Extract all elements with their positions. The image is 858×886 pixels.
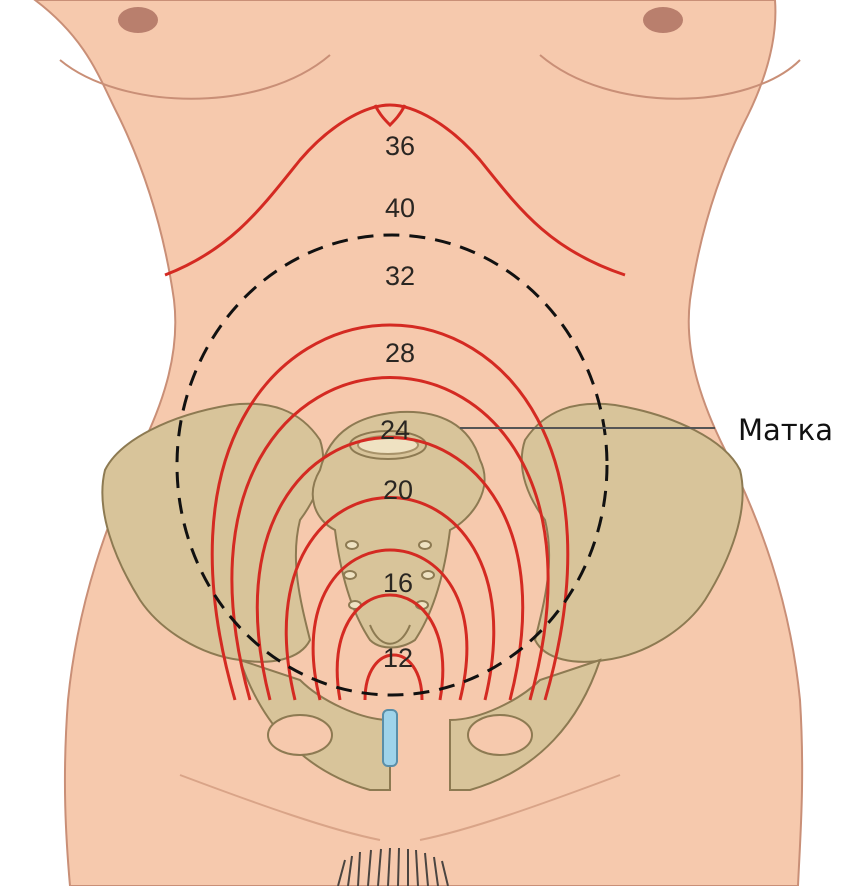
week-label-12: 12: [383, 643, 413, 673]
week-label-16: 16: [383, 568, 413, 598]
week-label-20: 20: [383, 475, 413, 505]
week-label-36: 36: [385, 131, 415, 161]
pubic-symphysis: [383, 710, 397, 766]
uterus-callout-label: Матка: [738, 413, 833, 447]
week-label-24: 24: [380, 415, 410, 445]
left-nipple: [118, 7, 158, 33]
week-label-28: 28: [385, 338, 415, 368]
week-label-32: 32: [385, 261, 415, 291]
right-nipple: [643, 7, 683, 33]
week-label-40: 40: [385, 193, 415, 223]
